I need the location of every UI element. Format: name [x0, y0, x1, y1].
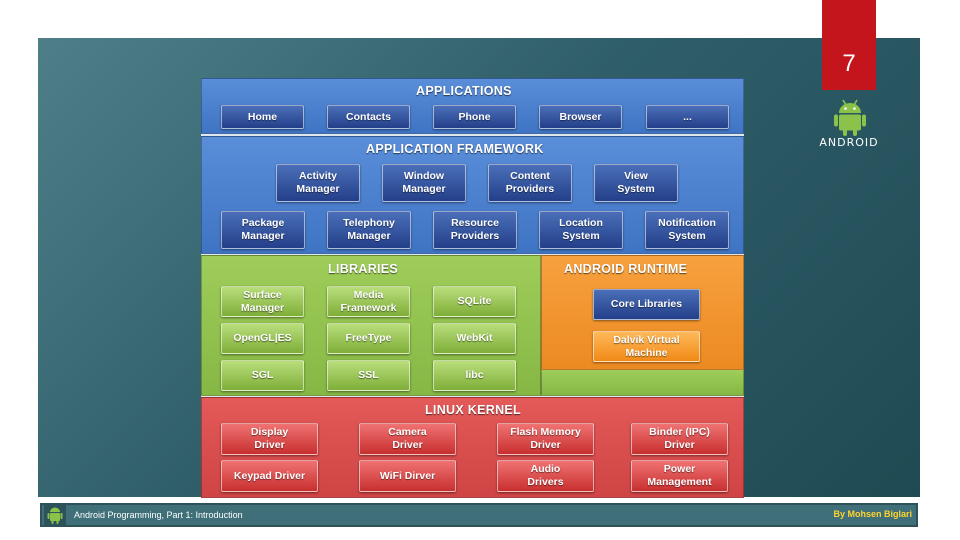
surface-manager: Surface Manager	[221, 286, 304, 317]
applications-title: APPLICATIONS	[416, 84, 512, 98]
app-phone: Phone	[433, 105, 516, 129]
flash-memory-driver: Flash Memory Driver	[497, 423, 594, 455]
sqlite: SQLite	[433, 286, 516, 317]
footer-author: By Mohsen Biglari	[833, 509, 912, 519]
app-home: Home	[221, 105, 304, 129]
application-framework-title: APPLICATION FRAMEWORK	[366, 142, 544, 156]
app-more: ...	[646, 105, 729, 129]
footer-title: Android Programming, Part 1: Introductio…	[74, 510, 243, 520]
android-footer-icon	[44, 504, 66, 526]
resource-providers: Resource Providers	[433, 211, 517, 249]
opengl-es: OpenGL|ES	[221, 323, 304, 354]
freetype: FreeType	[327, 323, 410, 354]
webkit: WebKit	[433, 323, 516, 354]
core-libraries: Core Libraries	[593, 289, 700, 320]
android-robot-icon	[834, 99, 866, 136]
audio-drivers: Audio Drivers	[497, 460, 594, 492]
location-system: Location System	[539, 211, 623, 249]
display-driver: Display Driver	[221, 423, 318, 455]
keypad-driver: Keypad Driver	[221, 460, 318, 492]
package-manager: Package Manager	[221, 211, 305, 249]
app-browser: Browser	[539, 105, 622, 129]
android-architecture-diagram: APPLICATIONS Home Contacts Phone Browser…	[201, 78, 744, 498]
applications-layer: APPLICATIONS Home Contacts Phone Browser…	[201, 78, 744, 134]
window-manager: Window Manager	[382, 164, 466, 202]
binder-ipc-driver: Binder (IPC) Driver	[631, 423, 728, 455]
dalvik-virtual-machine: Dalvik Virtual Machine	[593, 331, 700, 362]
power-management: Power Management	[631, 460, 728, 492]
camera-driver: Camera Driver	[359, 423, 456, 455]
notification-system: Notification System	[645, 211, 729, 249]
libraries-layer: LIBRARIES Surface Manager Media Framewor…	[201, 255, 541, 396]
linux-kernel-layer: LINUX KERNEL Display Driver Camera Drive…	[201, 397, 744, 498]
telephony-manager: Telephony Manager	[327, 211, 411, 249]
android-wordmark: ANDROID	[819, 136, 879, 149]
sgl: SGL	[221, 360, 304, 391]
libc: libc	[433, 360, 516, 391]
wifi-driver: WiFi Dirver	[359, 460, 456, 492]
application-framework-layer: APPLICATION FRAMEWORK Activity Manager W…	[201, 136, 744, 254]
libraries-layer-corner	[541, 370, 744, 396]
activity-manager: Activity Manager	[276, 164, 360, 202]
linux-kernel-title: LINUX KERNEL	[425, 403, 521, 417]
content-providers: Content Providers	[488, 164, 572, 202]
android-runtime-title: ANDROID RUNTIME	[564, 262, 688, 276]
android-runtime-layer: ANDROID RUNTIME Core Libraries Dalvik Vi…	[541, 255, 744, 370]
libraries-title: LIBRARIES	[328, 262, 399, 276]
app-contacts: Contacts	[327, 105, 410, 129]
page-number-tab	[822, 0, 876, 90]
ssl: SSL	[327, 360, 410, 391]
page-number: 7	[842, 50, 856, 77]
footer-bar	[40, 503, 918, 527]
view-system: View System	[594, 164, 678, 202]
media-framework: Media Framework	[327, 286, 410, 317]
